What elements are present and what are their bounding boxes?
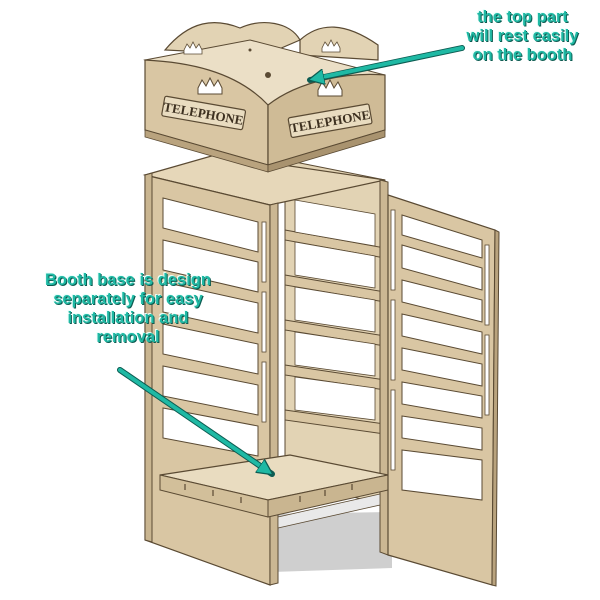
crown-icon: [183, 41, 203, 55]
crown-icon: [197, 76, 223, 95]
callout-line: removal: [96, 328, 160, 346]
booth-body: [142, 154, 389, 586]
booth-top-part: TELEPHONE TELEPHONE: [143, 22, 386, 173]
callout-line: installation and: [67, 309, 189, 327]
crown-icon: [321, 39, 341, 53]
booth-base: [159, 454, 389, 529]
booth-base-callout: Booth base is design separately for easy…: [8, 271, 248, 347]
callout-line: Booth base is design: [45, 271, 211, 289]
callout-line: separately for easy: [53, 290, 203, 308]
top-part-callout: the top part will rest easily on the boo…: [455, 8, 590, 65]
floor-shadow: [272, 512, 392, 572]
callout-line: the top part: [477, 8, 568, 26]
callout-line: will rest easily: [466, 27, 579, 45]
callout-line: on the booth: [472, 46, 573, 64]
booth-door: [387, 194, 500, 587]
crown-icon: [317, 78, 343, 97]
